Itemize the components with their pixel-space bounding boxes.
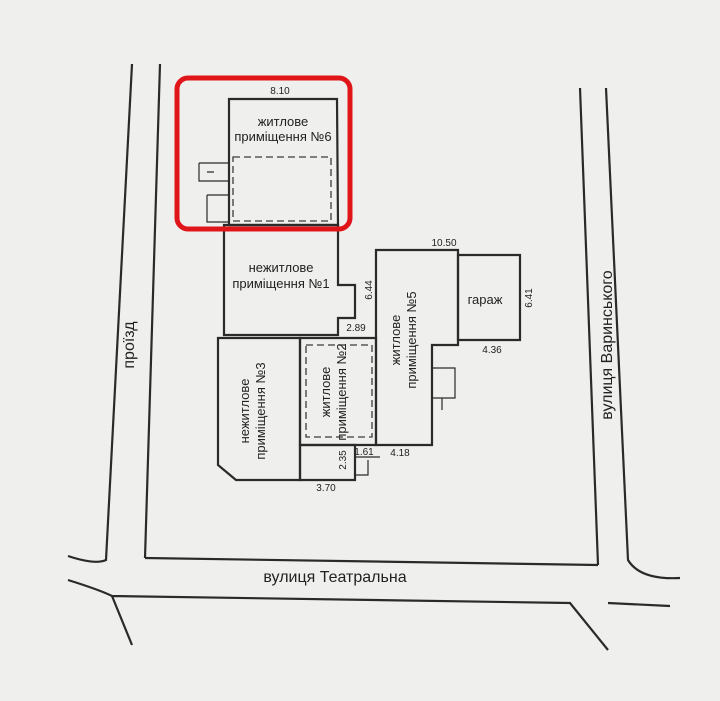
road-proizd-left-edge xyxy=(67,63,134,563)
road-varynskoho-left-edge xyxy=(578,87,600,566)
road-proizd-right-edge xyxy=(143,63,162,559)
garage xyxy=(456,253,522,342)
room-3-label-2: приміщення №3 xyxy=(253,362,268,459)
roads xyxy=(67,63,681,651)
street-varynskoho-label: вулиця Варинського xyxy=(599,270,616,419)
dimension-8-10: 8.10 xyxy=(270,86,290,97)
room-2-label-1: житлове xyxy=(318,367,333,418)
room-1-label-1: нежитлове xyxy=(249,260,314,275)
room-6-label-1: житлове xyxy=(258,114,309,129)
street-proizd-label: проїзд xyxy=(121,321,138,369)
road-teatralna-bottom-edge xyxy=(67,578,609,651)
room-2-label-2: приміщення №2 xyxy=(334,343,349,440)
room-6-label-2: приміщення №6 xyxy=(234,129,331,144)
dimension-1-61: 1.61 xyxy=(354,447,374,458)
room-5 xyxy=(374,248,460,447)
room-5-label-1: житлове xyxy=(388,315,403,366)
dimension-2-35: 2.35 xyxy=(338,450,349,470)
road-teatralna-top-edge xyxy=(144,556,599,567)
room-1-label-2: приміщення №1 xyxy=(232,276,329,291)
room-3 xyxy=(216,336,302,482)
dimension-10-50: 10.50 xyxy=(431,238,456,249)
highlight-frame xyxy=(174,75,353,232)
room-1 xyxy=(222,223,357,337)
dimension-6-44: 6.44 xyxy=(364,280,375,300)
dimension-4-36: 4.36 xyxy=(482,345,502,356)
dimension-3-70: 3.70 xyxy=(316,483,336,494)
dimension-6-41: 6.41 xyxy=(524,288,535,308)
room-5-label-2: приміщення №5 xyxy=(404,291,419,388)
road-varynskoho-extension xyxy=(607,601,671,608)
dimension-4-18: 4.18 xyxy=(390,448,410,459)
road-varynskoho-right-edge xyxy=(604,87,681,580)
garage-label: гараж xyxy=(468,292,503,307)
room-3-label-1: нежитлове xyxy=(237,379,252,444)
street-teatralna-label: вулиця Театральна xyxy=(263,569,406,586)
dimension-2-89: 2.89 xyxy=(346,323,366,334)
